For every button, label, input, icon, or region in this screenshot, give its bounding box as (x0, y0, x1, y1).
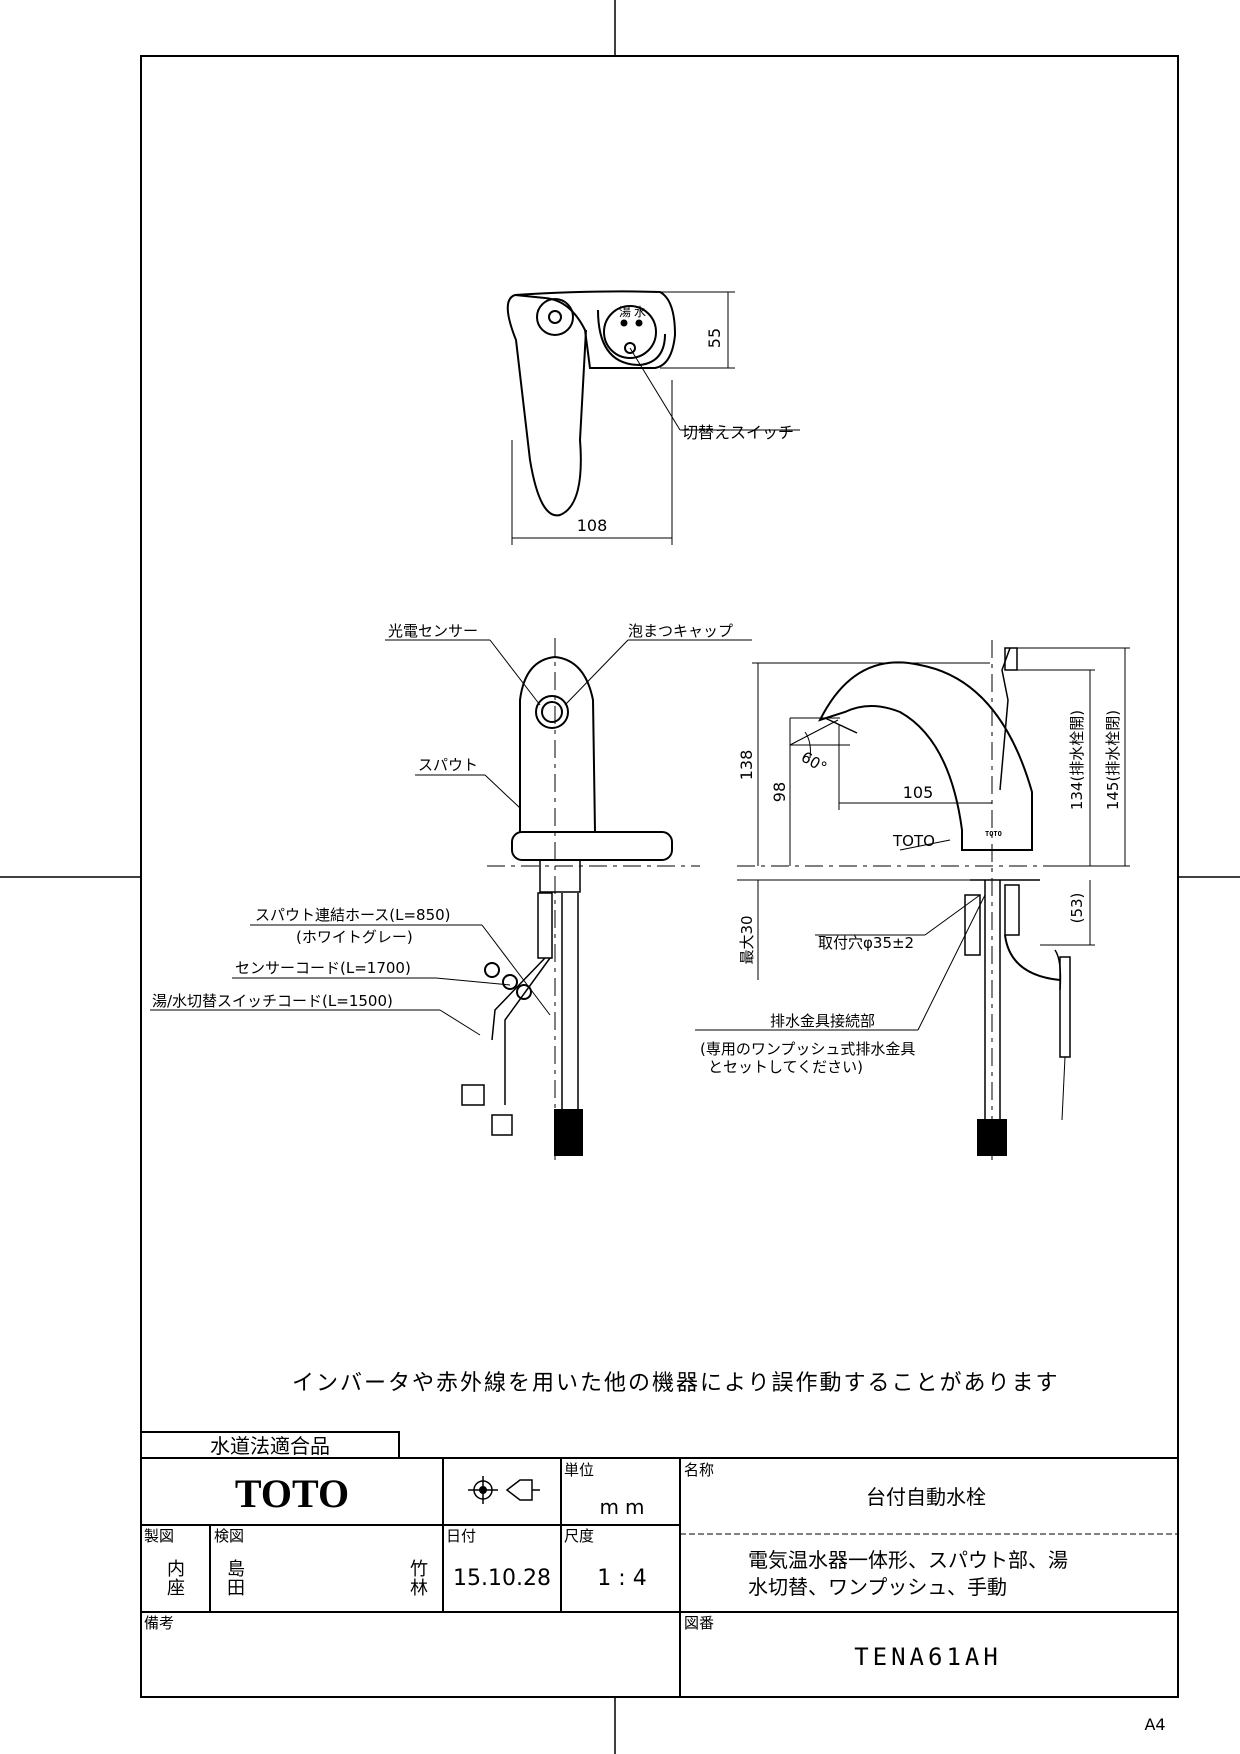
dim-55: 55 (705, 328, 724, 348)
checked-name-2: 田 (227, 1578, 245, 1599)
paper-size: A4 (1144, 1715, 1165, 1734)
label-toto-mark: TOTO (892, 832, 935, 850)
dim-98: 98 (770, 782, 789, 802)
scale-label: 尺度 (564, 1527, 594, 1545)
scale-value: 1 : 4 (597, 1566, 646, 1591)
label-hose-color: (ホワイトグレー) (296, 928, 413, 946)
checked-label: 検図 (214, 1527, 244, 1545)
dim-108: 108 (577, 516, 608, 535)
description-line-2: 水切替、ワンプッシュ、手動 (748, 1575, 1007, 1599)
angle-60: 60° (798, 748, 830, 777)
product-name: 台付自動水栓 (866, 1485, 986, 1509)
front-view (150, 638, 752, 1160)
label-mount-hole: 取付穴φ35±2 (818, 934, 914, 952)
toto-logo: TOTO (235, 1471, 349, 1516)
title-block (140, 1431, 1178, 1697)
switch-label: 切替えスイッチ (682, 423, 794, 442)
spout-brand-mark: TOTO (985, 830, 1002, 838)
dim-145: 145(排水栓閉) (1104, 710, 1122, 810)
dim-138: 138 (737, 750, 756, 781)
dim-max-30: 最大30 (738, 915, 756, 964)
label-drain-note-2: とセットしてください) (708, 1058, 863, 1076)
compliance-label: 水道法適合品 (210, 1434, 330, 1458)
drawn-name-2: 座 (167, 1578, 185, 1599)
side-view (695, 640, 1130, 1160)
dim-53: (53) (1068, 893, 1086, 924)
date-label: 日付 (446, 1527, 476, 1545)
dim-134: 134(排水栓開) (1068, 710, 1086, 810)
warning-note: インバータや赤外線を用いた他の機器により誤作動することがあります (292, 1371, 1060, 1396)
label-hose: スパウト連結ホース(L=850) (255, 906, 451, 924)
checked-name-4: 林 (410, 1578, 428, 1599)
label-spout: スパウト (418, 756, 478, 774)
top-view (506, 290, 800, 545)
drawn-label: 製図 (144, 1527, 174, 1545)
drawn-name-1: 内 (167, 1559, 185, 1580)
label-drain-note-1: (専用のワンプッシュ式排水金具 (700, 1040, 915, 1058)
label-photo-sensor: 光電センサー (388, 622, 478, 640)
date-value: 15.10.28 (453, 1566, 551, 1591)
label-drain-connection: 排水金具接続部 (770, 1012, 875, 1030)
hot-label: 湯 (619, 305, 631, 319)
checked-name-3: 竹 (410, 1559, 428, 1580)
cold-label: 水 (634, 305, 646, 319)
drawing-number-label: 図番 (684, 1614, 714, 1632)
name-label: 名称 (684, 1461, 714, 1479)
drawing-frame (140, 55, 1179, 1698)
label-aerator-cap: 泡まつキャップ (628, 622, 733, 640)
remarks-label: 備考 (144, 1614, 174, 1632)
drawing-number: TENA61AH (854, 1643, 1002, 1671)
description-line-1: 電気温水器一体形、スパウト部、湯 (748, 1548, 1068, 1572)
dim-105: 105 (903, 783, 934, 802)
label-sensor-cord: センサーコード(L=1700) (235, 959, 411, 977)
checked-name-1: 島 (227, 1559, 245, 1580)
label-switch-cord: 湯/水切替スイッチコード(L=1500) (152, 992, 393, 1010)
unit-label: 単位 (564, 1461, 594, 1479)
unit-value: mm (600, 1495, 651, 1519)
